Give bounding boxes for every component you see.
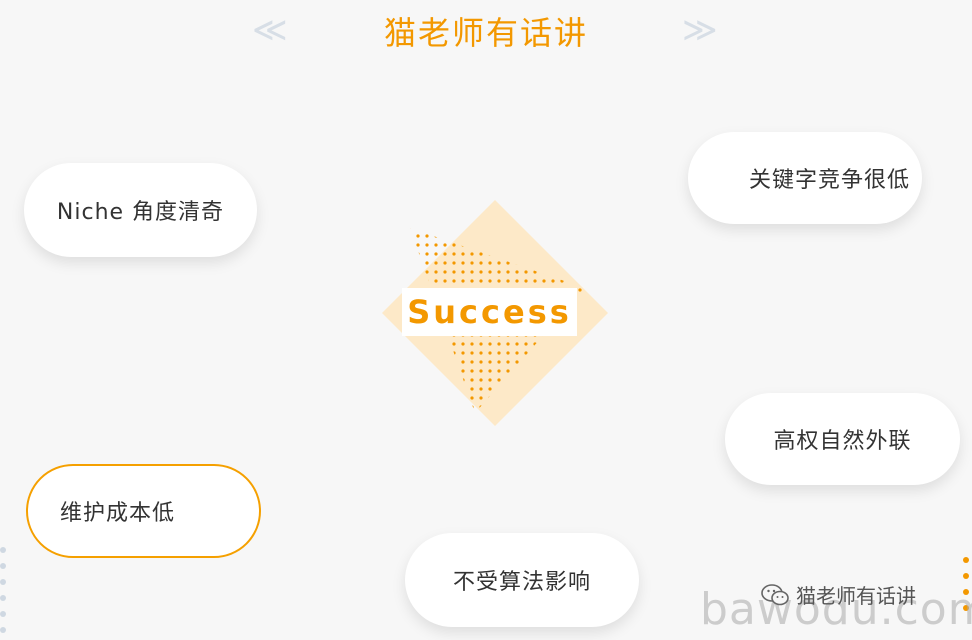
decorative-dots-left — [0, 547, 6, 633]
pill-backlinks: 高权自然外联 — [725, 393, 960, 485]
pill-label: 高权自然外联 — [773, 429, 912, 454]
page-title: 猫老师有话讲 — [383, 14, 588, 52]
pill-algorithm-proof: 不受算法影响 — [405, 533, 639, 627]
watermark-account: 猫老师有话讲 — [760, 580, 916, 609]
pill-label: 维护成本低 — [60, 501, 176, 526]
watermark-account-label: 猫老师有话讲 — [796, 584, 916, 608]
pill-low-maintenance: 维护成本低 — [26, 464, 261, 558]
pill-label: 关键字竞争很低 — [748, 168, 910, 193]
pill-keyword-competition: 关键字竞争很低 — [688, 132, 922, 224]
decorative-dots-right — [963, 557, 969, 611]
wechat-icon — [761, 583, 789, 605]
right-chevron-icon: ≫ — [682, 10, 718, 50]
left-chevron-icon: ≪ — [252, 10, 288, 50]
pill-label: 不受算法影响 — [452, 570, 591, 595]
watermark-url: bawodu.com — [700, 584, 972, 635]
pill-niche: Niche 角度清奇 — [24, 163, 257, 257]
success-label: Success — [402, 288, 577, 336]
pill-label: Niche 角度清奇 — [56, 200, 225, 225]
